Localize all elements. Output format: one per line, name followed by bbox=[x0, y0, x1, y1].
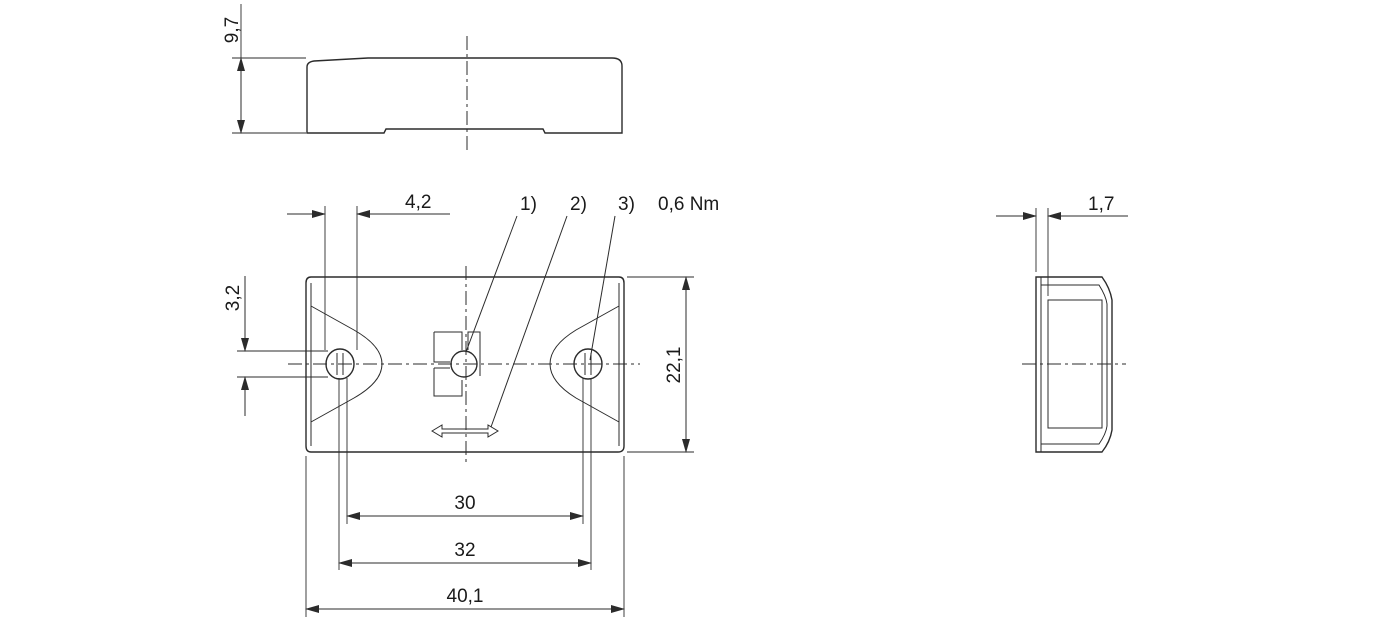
dim-length-text: 40,1 bbox=[447, 586, 484, 607]
dim-span-inner-text: 30 bbox=[454, 493, 475, 514]
dim-hole-offset-text: 4,2 bbox=[405, 192, 431, 213]
front-view: 1) 2) 3) 0,6 Nm 4,2 3,2 22,1 30 32 bbox=[223, 192, 719, 617]
dim-depth-text: 22,1 bbox=[664, 347, 685, 384]
side-view: 1,7 bbox=[996, 194, 1128, 453]
callout-1: 1) bbox=[520, 194, 537, 215]
top-view: 9,7 bbox=[222, 4, 623, 152]
torque-label: 0,6 Nm bbox=[658, 194, 719, 215]
callout-2: 2) bbox=[570, 194, 587, 215]
callout-3: 3) bbox=[618, 194, 635, 215]
dim-side-thickness-text: 1,7 bbox=[1088, 194, 1114, 215]
dim-hole-width-text: 3,2 bbox=[223, 285, 244, 311]
dim-span-outer-text: 32 bbox=[454, 540, 475, 561]
dim-height-text: 9,7 bbox=[222, 17, 243, 43]
